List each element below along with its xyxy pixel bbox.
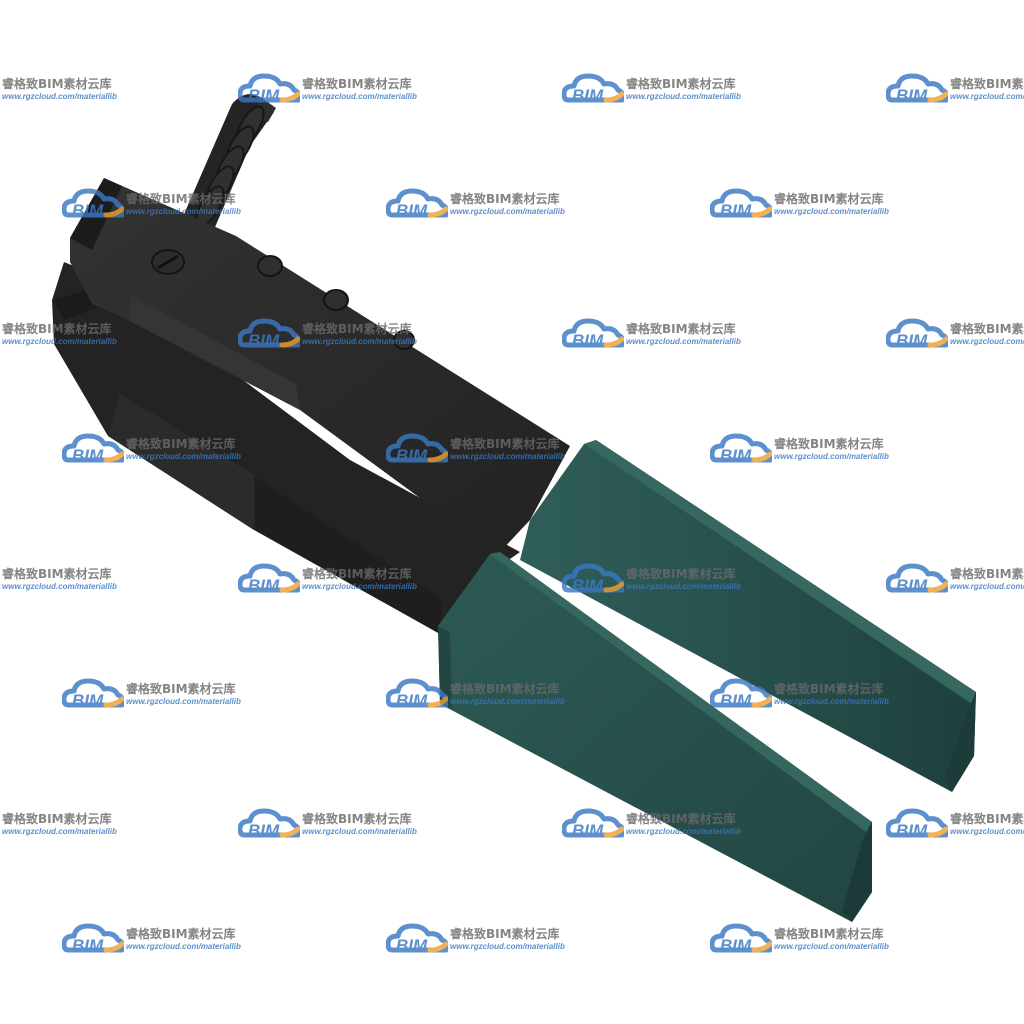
upper-handle-grip bbox=[520, 440, 976, 792]
lower-arm bbox=[52, 262, 520, 634]
pivot-pin-icon bbox=[257, 255, 415, 350]
threaded-nozzle bbox=[178, 94, 276, 249]
screw-icon bbox=[151, 249, 185, 275]
lower-handle-grip bbox=[438, 552, 872, 922]
